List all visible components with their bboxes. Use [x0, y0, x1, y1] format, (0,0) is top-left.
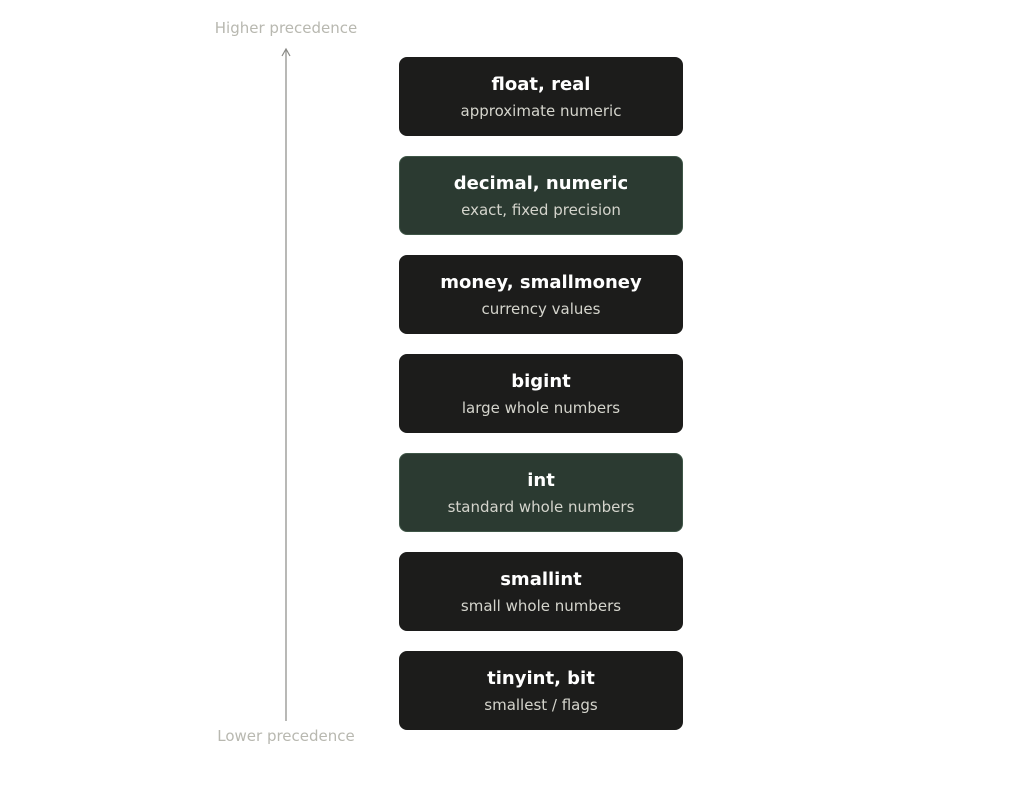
lower-precedence-label: Lower precedence [217, 727, 355, 745]
type-title: float, real [491, 73, 591, 95]
type-subtitle: smallest / flags [484, 695, 598, 714]
type-box-int: int standard whole numbers [399, 453, 683, 532]
type-subtitle: exact, fixed precision [461, 200, 621, 219]
axis-arrowhead-icon [281, 47, 291, 57]
type-precedence-stack: float, real approximate numeric decimal,… [399, 57, 683, 750]
type-subtitle: large whole numbers [461, 398, 621, 417]
type-title: smallint [500, 568, 582, 590]
type-title: bigint [511, 370, 571, 392]
type-title: tinyint, bit [487, 667, 595, 689]
type-box-smallint: smallint small whole numbers [399, 552, 683, 631]
type-box-float: float, real approximate numeric [399, 57, 683, 136]
higher-precedence-label: Higher precedence [214, 19, 358, 37]
type-box-money: money, smallmoney currency values [399, 255, 683, 334]
type-box-tinyint: tinyint, bit smallest / flags [399, 651, 683, 730]
type-box-bigint: bigint large whole numbers [399, 354, 683, 433]
type-subtitle: standard whole numbers [447, 497, 635, 516]
type-box-decimal: decimal, numeric exact, fixed precision [399, 156, 683, 235]
type-subtitle: currency values [481, 299, 601, 318]
type-title: int [527, 469, 555, 491]
type-subtitle: approximate numeric [460, 101, 622, 120]
type-title: decimal, numeric [453, 172, 629, 194]
type-subtitle: small whole numbers [460, 596, 622, 615]
type-title: money, smallmoney [440, 271, 642, 293]
